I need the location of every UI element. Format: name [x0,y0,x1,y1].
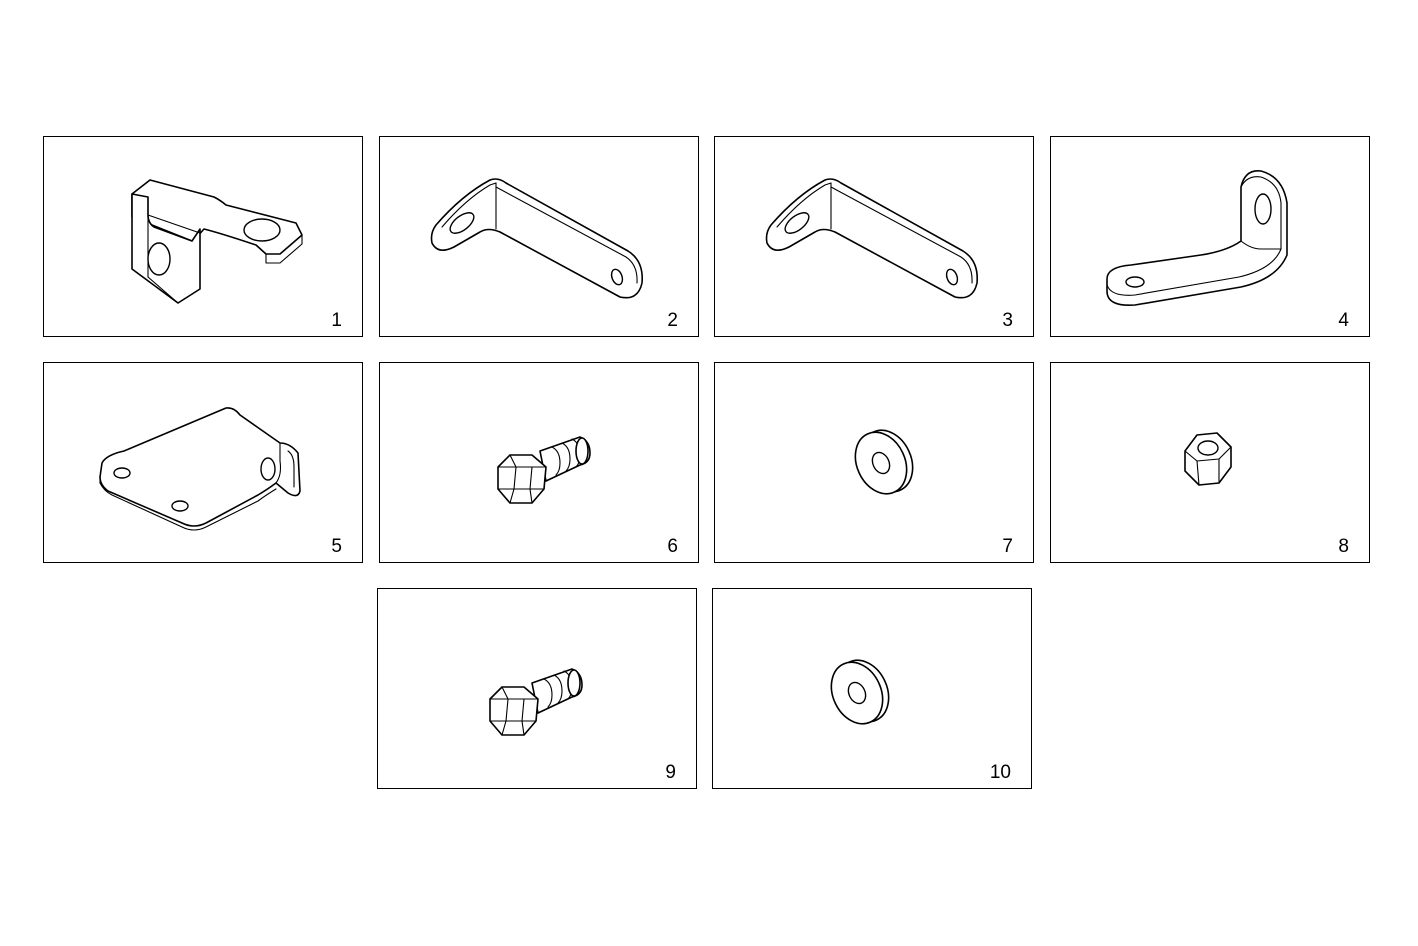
part-number-10: 10 [989,762,1011,783]
part-number-8: 8 [1338,536,1349,557]
part-number-5: 5 [331,536,342,557]
plate-bracket-icon [99,407,301,531]
hex-nut-icon [1184,432,1232,486]
part-panel-10[interactable]: 10 [712,588,1032,789]
part-panel-3[interactable]: 3 [714,136,1034,337]
part-number-4: 4 [1338,310,1349,331]
part-number-1: 1 [331,310,342,331]
part-panel-4[interactable]: 4 [1050,136,1370,337]
part-panel-2[interactable]: 2 [379,136,699,337]
part-number-7: 7 [1002,536,1013,557]
angle-bracket-icon [765,178,979,299]
hex-bolt-icon [489,668,583,736]
angle-bracket-icon [430,178,644,299]
washer-icon [830,659,890,725]
part-number-2: 2 [667,310,678,331]
part-panel-5[interactable]: 5 [43,362,363,563]
bent-strap-bracket-icon [1106,170,1288,307]
washer-icon [854,429,914,495]
part-number-6: 6 [667,536,678,557]
part-panel-6[interactable]: 6 [379,362,699,563]
part-number-3: 3 [1002,310,1013,331]
part-panel-8[interactable]: 8 [1050,362,1370,563]
part-panel-9[interactable]: 9 [377,588,697,789]
hex-bolt-icon [497,436,591,504]
part-panel-7[interactable]: 7 [714,362,1034,563]
part-panel-1[interactable]: 1 [43,136,363,337]
part-number-9: 9 [665,762,676,783]
offset-bracket-icon [131,179,303,304]
